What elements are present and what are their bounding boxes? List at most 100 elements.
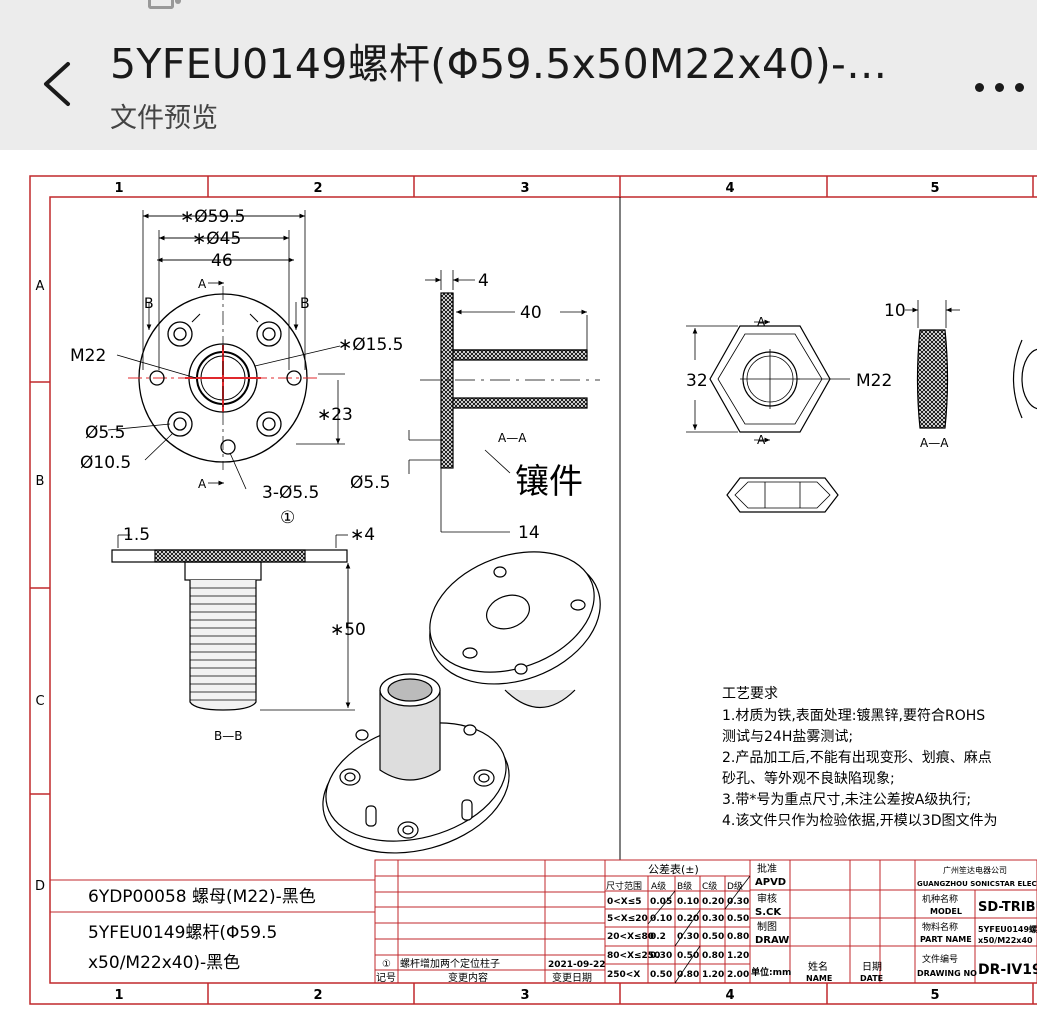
- tolerance-cell: 0.30: [677, 932, 699, 942]
- approval-block: 批准 APVD 审核 S.CK 制图 DRAW 单位:mm 姓名 NAME 日期…: [751, 862, 883, 983]
- more-button[interactable]: [975, 80, 1037, 104]
- top-app-bar: 5YFEU0149螺杆(Φ59.5x50M22x40)-… 文件预览: [0, 0, 1037, 150]
- svg-text:SD-TRIBU: SD-TRIBU: [978, 900, 1037, 915]
- page-title: 5YFEU0149螺杆(Φ59.5x50M22x40)-…: [110, 40, 888, 88]
- svg-text:A: A: [757, 315, 766, 329]
- svg-text:C级: C级: [702, 880, 717, 892]
- svg-text:A—A: A—A: [498, 431, 527, 445]
- screw-section-aa: [408, 270, 600, 533]
- tolerance-cell: 0.80: [702, 951, 724, 961]
- svg-text:DRAW: DRAW: [755, 935, 789, 946]
- row-label: C: [35, 694, 44, 709]
- col-label: 4: [725, 181, 734, 196]
- tolerance-cell: 0.05: [650, 897, 672, 907]
- svg-text:A: A: [757, 433, 766, 447]
- svg-text:4: 4: [478, 271, 489, 291]
- svg-text:∗23: ∗23: [317, 405, 353, 425]
- process-requirements: 工艺要求 1.材质为铁,表面处理:镀黑锌,要符合ROHS 测试与24H盐雾测试;…: [722, 686, 998, 829]
- svg-text:变更日期: 变更日期: [552, 971, 592, 984]
- svg-text:DR-IV190: DR-IV190: [978, 962, 1037, 978]
- svg-text:B—B: B—B: [214, 729, 242, 743]
- svg-text:A: A: [198, 477, 207, 491]
- svg-text:x50/M22x40)-黑色: x50/M22x40)-黑色: [88, 953, 240, 973]
- svg-text:A: A: [198, 277, 207, 291]
- svg-text:40: 40: [520, 303, 542, 323]
- svg-text:记号: 记号: [376, 972, 396, 984]
- svg-text:姓名: 姓名: [808, 960, 828, 973]
- status-icon-fragment: [148, 0, 174, 9]
- col-label: 3: [520, 181, 529, 196]
- tolerance-cell: 0.10: [677, 897, 699, 907]
- tolerance-cell: 1.20: [702, 970, 724, 980]
- row-label: D: [35, 879, 45, 894]
- svg-text:砂孔、等外观不良缺陷现象;: 砂孔、等外观不良缺陷现象;: [722, 770, 895, 787]
- row-label: B: [36, 474, 45, 489]
- svg-text:14: 14: [518, 523, 540, 543]
- flange-side-view-bb: [111, 534, 355, 711]
- svg-text:单位:mm: 单位:mm: [751, 966, 791, 978]
- tolerance-cell: 0.2: [650, 932, 666, 942]
- tolerance-cell: 0.80: [727, 932, 749, 942]
- title-block-text: 6YDP00058 螺母(M22)-黑色 5YFEU0149螺杆(Φ59.5 x…: [88, 862, 743, 984]
- tolerance-cell: 0<X≤5: [607, 897, 642, 907]
- side-view-dims: 1.5 ∗4 ∗50 B—B: [123, 525, 375, 743]
- nut-side-view: [726, 477, 839, 513]
- nut-front-view: [686, 319, 850, 443]
- svg-text:∗50: ∗50: [330, 620, 366, 640]
- iso-view-flange-top: [429, 551, 601, 709]
- svg-text:A—A: A—A: [920, 436, 949, 450]
- col-label: 2: [313, 181, 322, 196]
- svg-text:5YFEU0149螺杆(Φ59.5: 5YFEU0149螺杆(Φ59.5: [88, 923, 277, 943]
- svg-text:Ø10.5: Ø10.5: [80, 453, 131, 473]
- svg-text:工艺要求: 工艺要求: [722, 686, 778, 702]
- tolerance-cell: 250<X: [607, 970, 640, 980]
- svg-text:3.带*号为重点尺寸,未注公差按A级执行;: 3.带*号为重点尺寸,未注公差按A级执行;: [722, 792, 971, 808]
- svg-text:S.CK: S.CK: [755, 907, 782, 918]
- tolerance-cell: 0.30: [727, 897, 749, 907]
- grid-labels: 1 1 3 4 5 1 2 3 4 5 2: [114, 181, 939, 1003]
- svg-text:4.该文件只作为检验依据,开模以3D图文件为: 4.该文件只作为检验依据,开模以3D图文件为: [722, 813, 998, 829]
- tolerance-cell: 0.30: [650, 951, 672, 961]
- svg-text:∗Ø15.5: ∗Ø15.5: [338, 335, 403, 355]
- tolerance-cell: 0.10: [650, 914, 672, 924]
- tolerance-cell: 0.20: [677, 914, 699, 924]
- iso-view-flange-bottom: [322, 673, 510, 854]
- svg-text:螺杆增加两个定位柱子: 螺杆增加两个定位柱子: [400, 957, 500, 970]
- col-label: 5: [930, 988, 939, 1003]
- flange-front-view: [107, 210, 345, 490]
- svg-text:审核: 审核: [757, 892, 777, 905]
- svg-text:变更内容: 变更内容: [448, 971, 488, 984]
- tolerance-cell: 2.00: [727, 970, 749, 980]
- back-button[interactable]: [38, 58, 82, 110]
- svg-text:3-Ø5.5: 3-Ø5.5: [262, 483, 319, 503]
- svg-text:文件编号: 文件编号: [922, 953, 958, 965]
- row-labels: A B C D: [35, 279, 45, 894]
- svg-text:公差表(±): 公差表(±): [648, 862, 699, 876]
- tolerance-cell: 0.50: [677, 951, 699, 961]
- svg-text:日期: 日期: [862, 961, 882, 973]
- tolerance-cell: 20<X≤80: [607, 932, 654, 942]
- svg-text:NAME: NAME: [806, 974, 832, 983]
- col-label: 1: [114, 181, 123, 196]
- nut-section-view: [905, 300, 1037, 429]
- title-block: [49, 859, 1037, 984]
- svg-text:①: ①: [382, 959, 391, 970]
- more-dots-icon: [975, 83, 984, 92]
- svg-text:APVD: APVD: [755, 877, 786, 888]
- svg-text:∗4: ∗4: [350, 525, 375, 545]
- drawing-preview[interactable]: 1 1 3 4 5 1 2 3 4 5 2 A B C D: [0, 150, 1037, 1024]
- svg-text:广州笙达电器公司: 广州笙达电器公司: [943, 865, 1007, 875]
- tolerance-cell: 0.30: [702, 914, 724, 924]
- chevron-left-icon: [44, 62, 70, 106]
- svg-text:B: B: [144, 296, 154, 312]
- svg-text:5YFEU0149螺杆: 5YFEU0149螺杆: [978, 924, 1037, 934]
- tolerance-cell: 80<X≤250: [607, 951, 660, 961]
- svg-text:物料名称: 物料名称: [922, 921, 958, 933]
- nut-section-dims: 10 A—A: [884, 301, 949, 450]
- row-label: A: [36, 279, 45, 294]
- col-label: 1: [114, 988, 123, 1003]
- col-label: 5: [930, 181, 939, 196]
- company-block: 广州笙达电器公司 GUANGZHOU SONICSTAR ELECTRIC 机种…: [917, 865, 1037, 978]
- col-label: 4: [725, 988, 734, 1003]
- svg-text:10: 10: [884, 301, 906, 321]
